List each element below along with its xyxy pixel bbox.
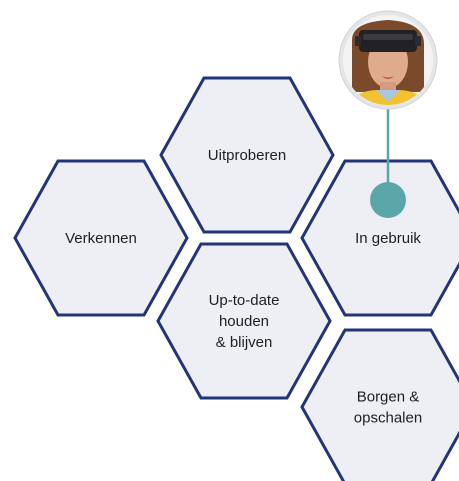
active-marker-dot [370, 182, 406, 218]
hexagon-label: Verkennen [65, 230, 137, 247]
avatar [338, 10, 438, 110]
hexagon-label: In gebruik [355, 230, 421, 247]
vr-headset-person-icon [343, 15, 433, 105]
hexagon-shape [300, 159, 459, 317]
hexagon-label: opschalen [354, 410, 422, 427]
hexagon-label: houden [219, 313, 269, 330]
hexagon-label: Up-to-date [209, 292, 280, 309]
hexagon-shape [156, 242, 332, 400]
hexagon-shape [159, 76, 335, 234]
hexagon-label: Borgen & [357, 389, 420, 406]
hexagon-up-to-date: Up-to-date houden & blijven [156, 242, 332, 400]
hexagon-label: Uitproberen [208, 147, 286, 164]
hexagon-label: & blijven [216, 334, 273, 351]
hexagon-uitproberen: Uitproberen [159, 76, 335, 234]
hexagon-in-gebruik: In gebruik [300, 159, 459, 317]
hexagon-verkennen: Verkennen [13, 159, 189, 317]
hexagon-borgen: Borgen & opschalen [300, 328, 459, 481]
hexagon-shape [13, 159, 189, 317]
hexagon-shape [300, 328, 459, 481]
